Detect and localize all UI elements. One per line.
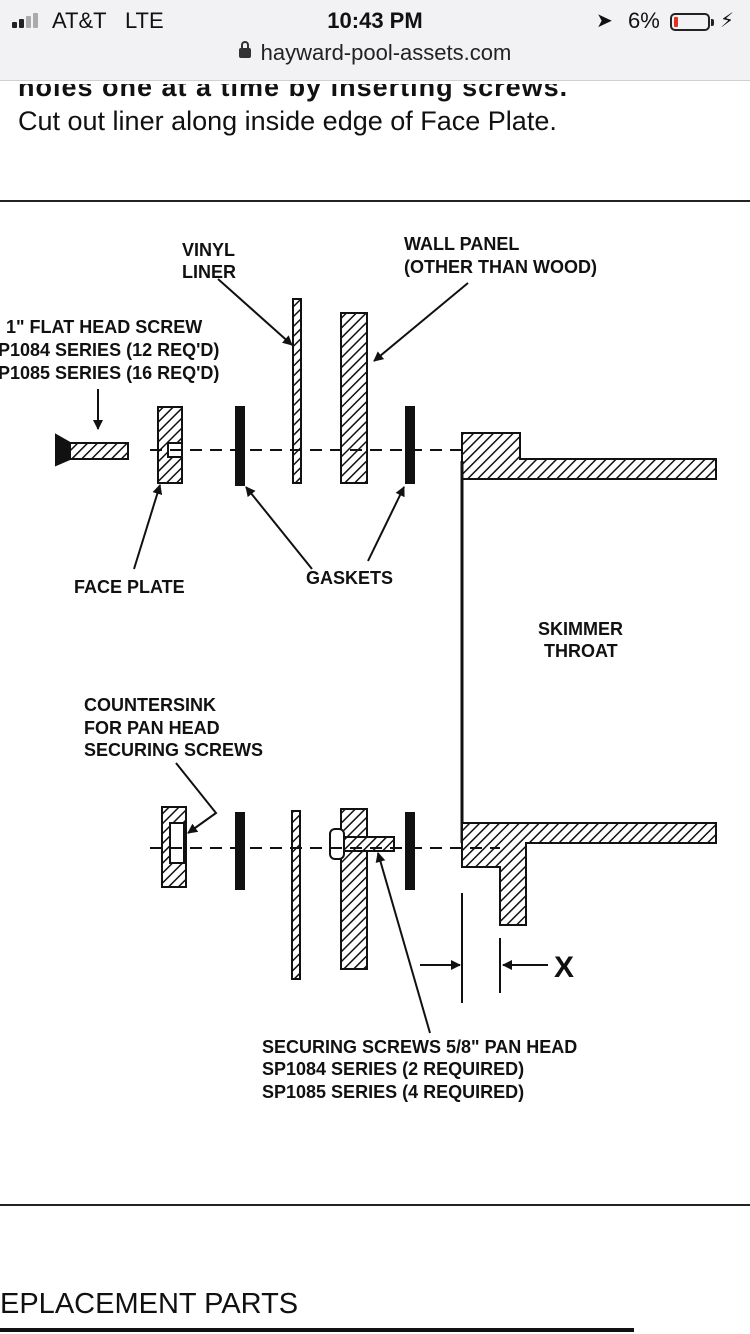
gasket-lower-1 xyxy=(235,812,245,890)
face-plate-label: FACE PLATE xyxy=(74,577,185,597)
vinyl-label-2: LINER xyxy=(182,262,236,282)
vinyl-liner xyxy=(292,298,302,484)
charging-bolt-icon: ⚡︎ xyxy=(720,10,735,32)
vinyl-label-1: VINYL xyxy=(182,240,235,260)
divider-bottom xyxy=(0,1204,750,1206)
divider-top xyxy=(0,200,750,202)
flat-head-label-3: P1085 SERIES (16 REQ'D) xyxy=(0,363,219,383)
wall-panel-lower xyxy=(340,808,368,970)
gasket-1 xyxy=(235,406,245,486)
battery-icon xyxy=(670,13,714,31)
flat-head-label-2: P1084 SERIES (12 REQ'D) xyxy=(0,340,219,360)
flat-head-screw-icon xyxy=(55,433,129,467)
skimmer-label-2: THROAT xyxy=(544,641,618,661)
gasket-2 xyxy=(405,406,415,484)
gasket-lower-2 xyxy=(405,812,415,890)
heading-underline xyxy=(0,1328,634,1332)
wall-panel-label-2: (OTHER THAN WOOD) xyxy=(404,257,597,277)
securing-label-1: SECURING SCREWS 5/8" PAN HEAD xyxy=(262,1037,577,1057)
leader-arrows xyxy=(93,278,469,1034)
countersink-label-2: FOR PAN HEAD xyxy=(84,718,220,738)
skimmer-flange-upper xyxy=(461,432,717,480)
wall-panel xyxy=(340,312,368,484)
countersink-label-3: SECURING SCREWS xyxy=(84,740,263,760)
gaskets-label: GASKETS xyxy=(306,568,393,588)
dimension-x xyxy=(420,893,548,1003)
address-bar[interactable]: hayward-pool-assets.com xyxy=(0,40,750,66)
section-heading: EPLACEMENT PARTS xyxy=(0,1288,299,1320)
signal-strength-icon xyxy=(12,13,42,28)
status-bar: AT&T LTE 10:43 PM ➤ 6% ⚡︎ hayward-pool-a… xyxy=(0,0,750,81)
countersink-label-1: COUNTERSINK xyxy=(84,695,216,715)
article-text: Cut out liner along inside edge of Face … xyxy=(18,106,557,136)
location-arrow-icon: ➤ xyxy=(596,10,613,32)
url-text: hayward-pool-assets.com xyxy=(260,40,512,65)
lock-icon xyxy=(238,41,251,58)
clock: 10:43 PM xyxy=(327,8,423,33)
wall-panel-label-1: WALL PANEL xyxy=(404,234,519,254)
securing-label-3: SP1085 SERIES (4 REQUIRED) xyxy=(262,1082,524,1102)
article-text-partial: holes one at a time by inserting screws. xyxy=(18,84,569,102)
battery-percent: 6% xyxy=(628,8,660,33)
upper-assembly xyxy=(55,298,717,486)
network-type: LTE xyxy=(124,8,164,33)
vinyl-liner-lower xyxy=(291,810,301,980)
dimension-x-label: X xyxy=(554,951,574,984)
skimmer-installation-diagram: X VINYL LINER WALL PANEL (OTHER THAN WOO… xyxy=(0,234,717,1102)
flat-head-label-1: 1" FLAT HEAD SCREW xyxy=(6,317,202,337)
carrier-name: AT&T LTE xyxy=(52,8,164,33)
securing-label-2: SP1084 SERIES (2 REQUIRED) xyxy=(262,1059,524,1079)
lower-assembly xyxy=(161,806,717,980)
skimmer-flange-lower xyxy=(461,822,717,926)
skimmer-label-1: SKIMMER xyxy=(538,619,623,639)
